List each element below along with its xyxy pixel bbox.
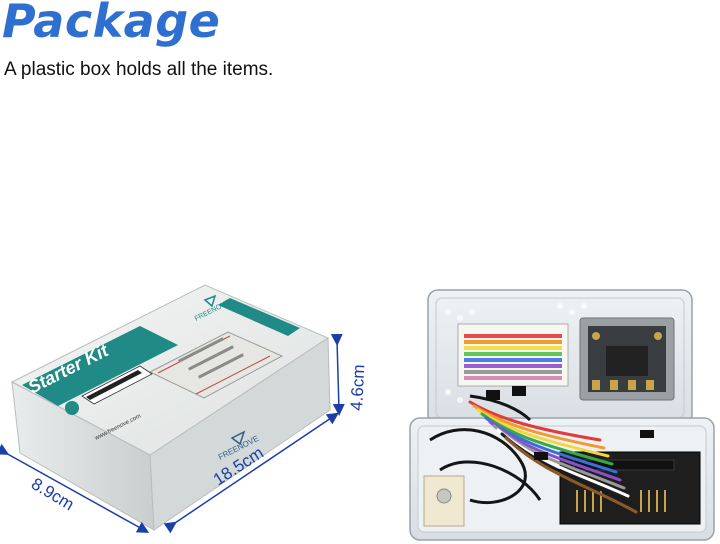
open-plastic-case	[409, 289, 715, 541]
dimension-height: 4.6cm	[347, 364, 368, 411]
usb-cables	[429, 394, 542, 505]
jumper-wires	[468, 400, 638, 514]
expansion-board	[559, 451, 701, 525]
page-title: Package	[2, 0, 221, 48]
microcontroller-in-bag	[579, 317, 675, 401]
resistor-color-card	[457, 323, 569, 387]
page-subtitle: A plastic box holds all the items.	[4, 59, 274, 80]
